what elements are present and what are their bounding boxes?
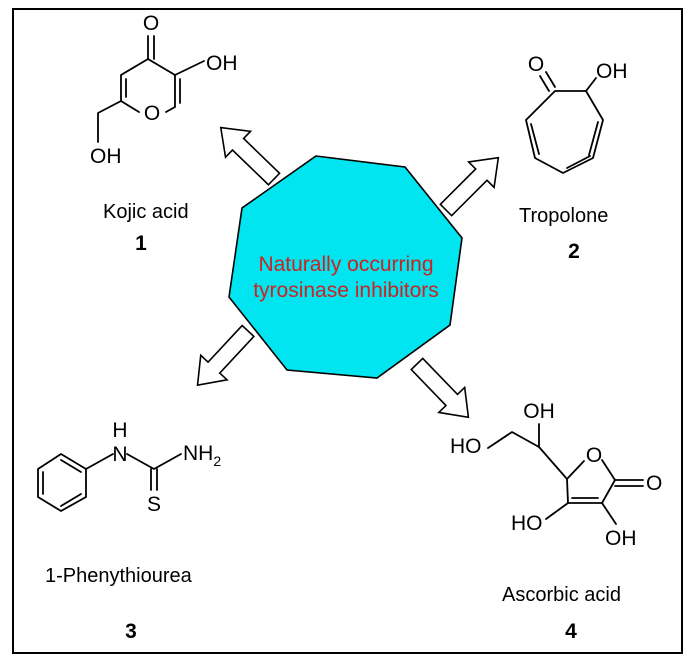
kojic-oh-top: OH: [206, 52, 238, 75]
kojic-oh-side: OH: [90, 145, 122, 168]
ascorbic-ho-left: HO: [450, 435, 482, 458]
thiourea-n: N: [112, 443, 127, 466]
tropolone-oh: OH: [596, 60, 628, 83]
tropolone-number: 2: [568, 240, 580, 263]
thiourea-s: S: [147, 493, 161, 516]
arrow-to-phenylthiourea: [196, 324, 255, 387]
phenylthiourea-structure: H N NH2 S: [37, 419, 221, 516]
ascorbic-ho-bottom: HO: [511, 512, 543, 535]
ascorbic-o-ring: O: [586, 444, 602, 467]
ascorbic-acid-number: 4: [565, 620, 577, 643]
ascorbic-acid-structure: OH HO O O HO OH: [450, 400, 662, 550]
thiourea-h: H: [112, 419, 127, 442]
phenylthiourea-number: 3: [125, 620, 137, 643]
ascorbic-acid-name: Ascorbic acid: [502, 584, 621, 606]
ascorbic-o-carbonyl: O: [646, 472, 662, 495]
arrow-to-tropolone: [439, 156, 500, 217]
arrow-to-kojic-acid: [219, 126, 281, 186]
kojic-acid-name: Kojic acid: [103, 201, 189, 223]
central-octagon: [228, 155, 463, 379]
ascorbic-oh-top: OH: [523, 400, 555, 423]
center-label-line-1: Naturally occurring: [258, 253, 433, 276]
thiourea-nh2: NH2: [183, 442, 221, 469]
center-label-line-2: tyrosinase inhibitors: [253, 279, 439, 302]
kojic-acid-structure: O OH O OH: [90, 12, 238, 168]
tropolone-name: Tropolone: [519, 205, 608, 227]
tropolone-structure: O OH: [525, 53, 628, 174]
kojic-o-ring: O: [144, 102, 160, 125]
ascorbic-oh-bottom: OH: [605, 527, 637, 550]
arrow-to-ascorbic-acid: [410, 357, 470, 419]
kojic-o-carbonyl: O: [143, 12, 159, 35]
phenylthiourea-name: 1-Phenythiourea: [45, 565, 193, 587]
kojic-acid-number: 1: [135, 232, 147, 255]
tropolone-o-carbonyl: O: [528, 53, 544, 76]
